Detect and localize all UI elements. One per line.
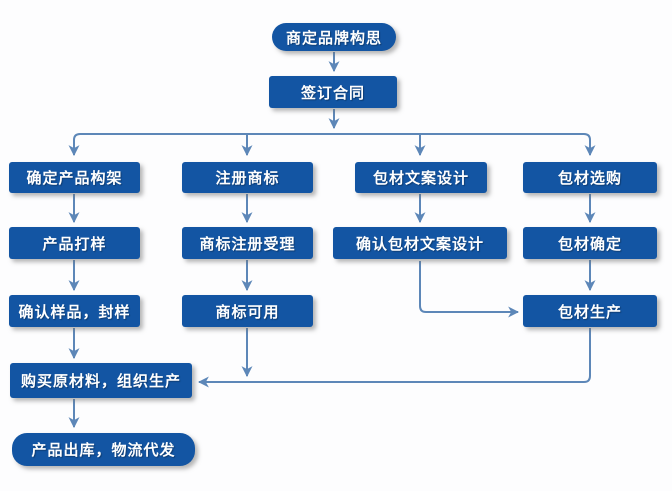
node-register-trademark: 注册商标 (182, 162, 313, 193)
edge-confirm-copy-to-production (419, 261, 520, 318)
node-trademark-usable: 商标可用 (182, 295, 313, 327)
node-packaging-copy-design: 包材文案设计 (355, 162, 487, 193)
node-define-product-structure: 确定产品构架 (9, 162, 140, 193)
node-packaging-production: 包材生产 (523, 295, 657, 327)
edge-rail (68, 133, 596, 157)
edge-production-to-buy (197, 328, 591, 388)
node-packaging-confirmed: 包材确定 (523, 227, 657, 259)
node-product-sampling: 产品打样 (9, 227, 140, 259)
node-trademark-acceptance: 商标注册受理 (182, 227, 313, 259)
node-confirm-packaging-copy: 确认包材文案设计 (333, 227, 507, 259)
node-packaging-sourcing: 包材选购 (523, 162, 657, 193)
node-outbound-logistics: 产品出库，物流代发 (12, 433, 195, 466)
node-sign-contract: 签订合同 (269, 76, 397, 108)
node-confirm-sample-seal: 确认样品，封样 (9, 295, 140, 327)
node-brand-concept: 商定品牌构思 (272, 23, 396, 51)
node-buy-materials-production: 购买原材料，组织生产 (10, 363, 192, 398)
